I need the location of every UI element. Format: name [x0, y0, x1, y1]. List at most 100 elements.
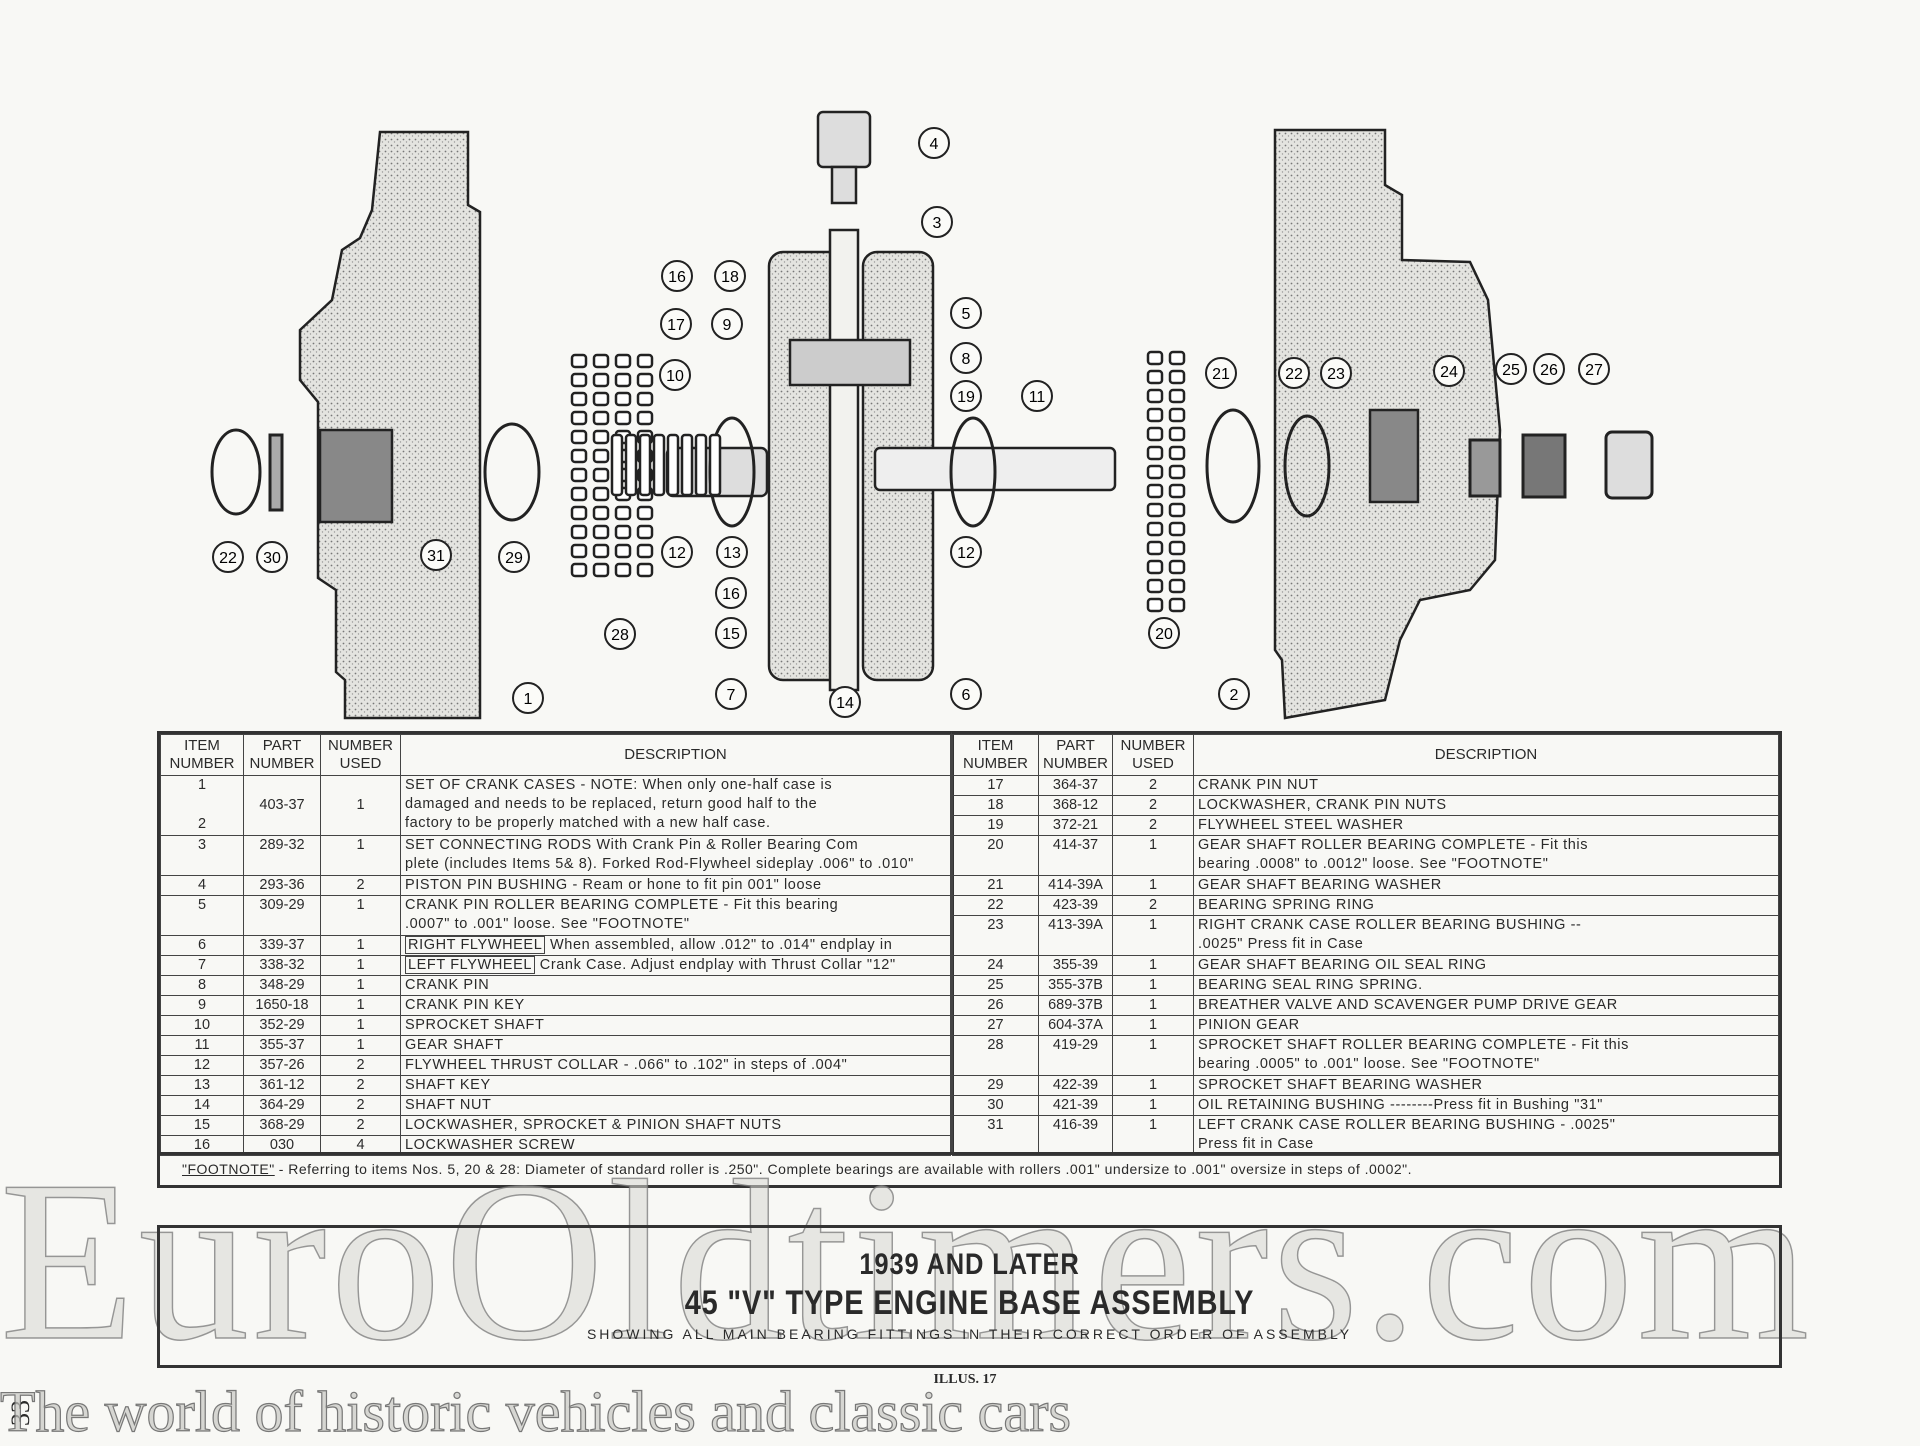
callout-number: 18: [721, 269, 739, 286]
roller: [570, 410, 588, 426]
roller: [570, 524, 588, 540]
part-number: 364-29: [243, 1095, 321, 1116]
callout-circle: [1495, 353, 1527, 385]
roller: [636, 562, 654, 578]
callout-21: 21: [1205, 357, 1237, 389]
footnote: "FOOTNOTE"- Referring to items Nos. 5, 2…: [157, 1152, 1782, 1188]
roller: [1168, 597, 1186, 613]
part-number: 355-39: [1038, 955, 1113, 976]
description-line: damaged and needs to be replaced, return…: [405, 796, 818, 812]
item-number: 29: [952, 1075, 1039, 1096]
callout-circle: [1148, 617, 1180, 649]
description-line: bearing .0008" to .0012" loose. See "FOO…: [1198, 856, 1549, 872]
left-crankcase: [298, 130, 482, 720]
roller: [570, 372, 588, 388]
callout-number: 22: [1285, 366, 1303, 383]
description-line: GEAR SHAFT BEARING OIL SEAL RING: [1198, 957, 1487, 973]
item-number: 16: [160, 1135, 244, 1156]
part-number: 414-37: [1038, 835, 1113, 876]
item-number: 24: [952, 955, 1039, 976]
flywheel-note: When assembled, allow .012" to .014" end…: [550, 937, 893, 953]
callout-number: 11: [1029, 389, 1046, 406]
number-used: 1: [1112, 1095, 1194, 1116]
callout-number: 19: [957, 389, 975, 406]
callout-28: 28: [604, 618, 636, 650]
item-number: 10: [160, 1015, 244, 1036]
item-number: 21: [952, 875, 1039, 896]
item-number: 20: [952, 835, 1039, 876]
description-line: LOCKWASHER, SPROCKET & PINION SHAFT NUTS: [405, 1117, 782, 1133]
number-used: 2: [320, 1095, 401, 1116]
callout-20: 20: [1148, 617, 1180, 649]
part-number: 421-39: [1038, 1095, 1113, 1116]
part-number: 368-12: [1038, 795, 1113, 816]
number-used: 1: [1112, 915, 1194, 956]
description: SPROCKET SHAFT BEARING WASHER: [1193, 1075, 1779, 1096]
callout-circle: [512, 682, 544, 714]
callout-5: 5: [950, 297, 982, 329]
callout-26: 26: [1533, 353, 1565, 385]
roller: [592, 391, 610, 407]
callout-circle: [1278, 357, 1310, 389]
number-used: 2: [1112, 815, 1194, 836]
roller: [1146, 388, 1164, 404]
number-used: 1: [1112, 1115, 1194, 1156]
callout-number: 24: [1440, 364, 1458, 381]
roller: [1146, 521, 1164, 537]
oil-retaining-bushing: [268, 433, 284, 512]
roller: [592, 467, 610, 483]
footnote-text: - Referring to items Nos. 5, 20 & 28: Di…: [278, 1161, 1413, 1177]
callout-7: 7: [715, 678, 747, 710]
item-number: 25: [952, 975, 1039, 996]
item-number: 7: [160, 955, 244, 976]
callout-number: 3: [933, 215, 942, 232]
description-line: GEAR SHAFT BEARING WASHER: [1198, 877, 1442, 893]
description-line: PINION GEAR: [1198, 1017, 1300, 1033]
number-used: 1: [320, 775, 401, 836]
description-line: BEARING SEAL RING SPRING.: [1198, 977, 1423, 993]
callout-circle: [950, 536, 982, 568]
roller: [614, 391, 632, 407]
callout-circle: [660, 308, 692, 340]
number-used: 2: [320, 1055, 401, 1076]
number-used: 1: [320, 835, 401, 876]
item-number: 26: [952, 995, 1039, 1016]
roller: [1146, 426, 1164, 442]
callout-16: 16: [661, 260, 693, 292]
part-number: 403-37: [243, 775, 321, 836]
callout-number: 27: [1585, 362, 1603, 379]
description-line: bearing .0005" to .001" loose. See "FOOT…: [1198, 1056, 1540, 1072]
item-number: 12: [160, 1055, 244, 1076]
roller: [636, 543, 654, 559]
callout-9: 9: [711, 308, 743, 340]
roller: [1146, 483, 1164, 499]
description-line: .0007" to .001" loose. See "FOOTNOTE": [405, 916, 690, 932]
callout-circle: [661, 260, 693, 292]
illustration-number: ILLUS. 17: [933, 1372, 997, 1387]
flywheel-note: Crank Case. Adjust endplay with Thrust C…: [539, 957, 896, 973]
description: RIGHT FLYWHEEL When assembled, allow .01…: [400, 935, 951, 956]
flywheel-label: LEFT FLYWHEEL: [405, 956, 536, 974]
description: CRANK PIN ROLLER BEARING COMPLETE - Fit …: [400, 895, 951, 936]
callout-number: 14: [836, 695, 854, 712]
callout-number: 1: [524, 691, 533, 708]
description-line: SET OF CRANK CASES - NOTE: When only one…: [405, 777, 833, 793]
gear-shaft-washer: [1205, 408, 1261, 524]
header-description: DESCRIPTION: [400, 734, 951, 776]
title-main: 45 "V" TYPE ENGINE BASE ASSEMBLY: [684, 1284, 1255, 1322]
callout-circle: [1320, 357, 1352, 389]
description-line: LOCKWASHER, CRANK PIN NUTS: [1198, 797, 1447, 813]
description-line: BREATHER VALVE AND SCAVENGER PUMP DRIVE …: [1198, 997, 1618, 1013]
description: BEARING SEAL RING SPRING.: [1193, 975, 1779, 996]
roller: [614, 562, 632, 578]
callout-14: 14: [829, 686, 861, 718]
roller: [636, 353, 654, 369]
